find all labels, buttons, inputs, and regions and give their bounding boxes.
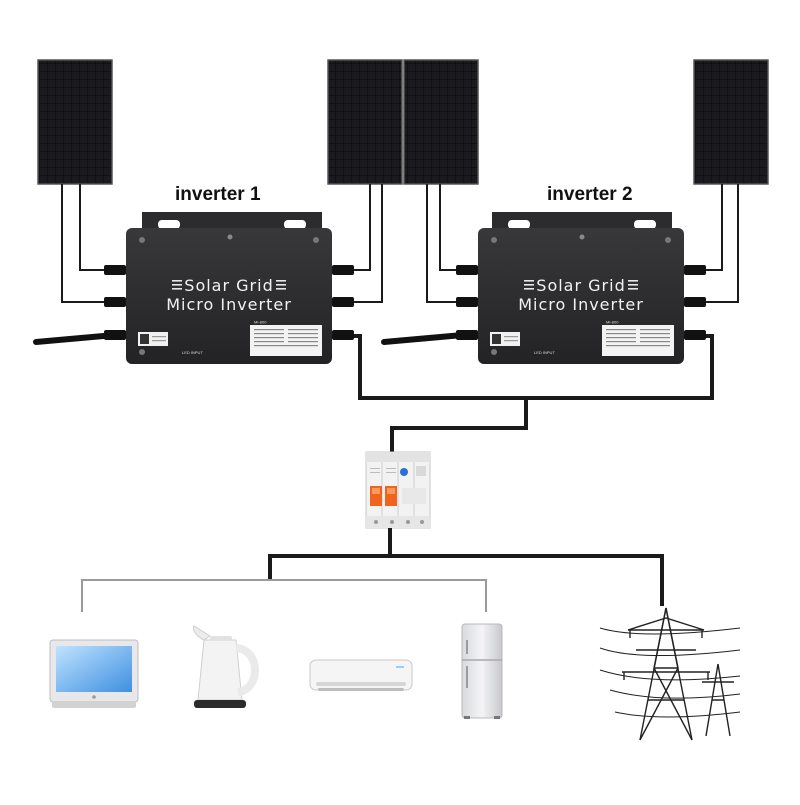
power-tower-icon bbox=[599, 607, 741, 741]
refrigerator-icon bbox=[461, 623, 503, 719]
inverter-2: Solar Grid Micro Inverter MI-800 LED INP… bbox=[381, 212, 706, 364]
inverter-1: Solar Grid Micro Inverter MI-800 LED INP… bbox=[33, 212, 354, 364]
inverter-2-label: inverter 2 bbox=[547, 184, 633, 205]
solar-panel-2 bbox=[327, 59, 403, 185]
inverter-2-led-label: LED INPUT bbox=[534, 350, 555, 355]
inverter-2-model: MI-800 bbox=[606, 320, 619, 325]
kettle-icon bbox=[193, 625, 259, 708]
solar-panel-1 bbox=[37, 59, 113, 185]
distribution-lines bbox=[81, 528, 664, 612]
ac-output-cables bbox=[354, 334, 714, 456]
panel-wires bbox=[61, 184, 739, 303]
circuit-breaker-icon bbox=[365, 451, 431, 529]
inverter-1-brand-line2: Micro Inverter bbox=[166, 295, 292, 314]
inverter-1-model: MI-800 bbox=[254, 320, 267, 325]
inverter-1-label: inverter 1 bbox=[175, 184, 261, 205]
solar-panel-4 bbox=[693, 59, 769, 185]
inverter-1-led-label: LED INPUT bbox=[182, 350, 203, 355]
solar-panel-3 bbox=[403, 59, 479, 185]
inverter-2-brand-line2: Micro Inverter bbox=[518, 295, 644, 314]
laptop-icon bbox=[49, 639, 139, 708]
inverter-2-brand-line1: Solar Grid bbox=[536, 276, 625, 295]
inverter-1-brand-line1: Solar Grid bbox=[184, 276, 273, 295]
breaker-test-button bbox=[400, 468, 408, 476]
air-conditioner-icon bbox=[309, 659, 413, 691]
